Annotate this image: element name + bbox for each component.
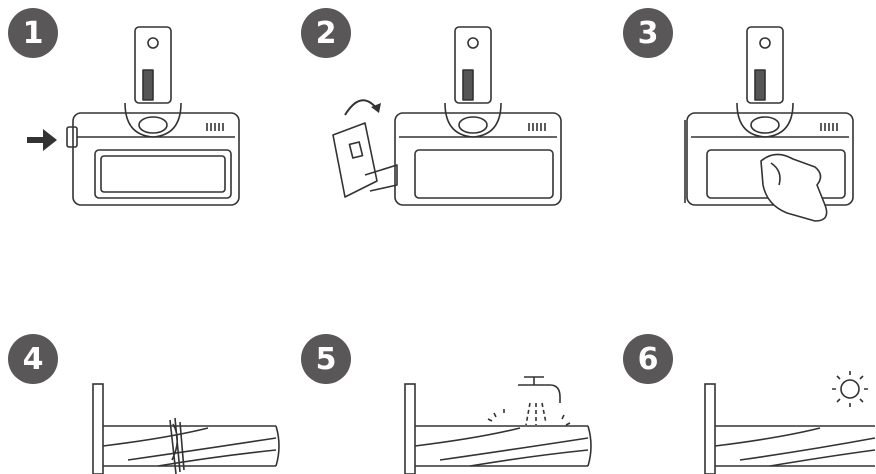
sun-icon [832, 371, 868, 407]
neck-shape [445, 103, 501, 137]
push-arrow-icon [27, 129, 57, 151]
neck-joint [139, 117, 167, 133]
tube-hole [468, 38, 478, 48]
vent-lines [207, 123, 223, 131]
roller-end-plate [705, 384, 715, 474]
neck-shape [737, 103, 793, 137]
tube-grip [143, 70, 153, 100]
step-4-illustration [88, 380, 283, 474]
vent-lines [529, 123, 545, 131]
vent-lines [821, 123, 837, 131]
step-4-number: 4 [23, 342, 44, 377]
step-4-badge: 4 [8, 334, 58, 384]
window-shape [415, 150, 553, 198]
water-tap-icon [518, 377, 560, 403]
step-1-illustration [25, 25, 250, 210]
roller-bristle-lines [715, 428, 875, 466]
hand-icon [761, 154, 827, 221]
tube-hole [148, 38, 158, 48]
roller-end-cap [588, 426, 591, 466]
roller-end-cap [276, 426, 279, 466]
step-6-badge: 6 [623, 334, 673, 384]
roller-bristle-lines [415, 428, 588, 466]
step-3-number: 3 [638, 16, 659, 51]
tube-grip [463, 70, 473, 100]
window-inner [101, 156, 225, 192]
housing-shape [395, 113, 561, 205]
water-stream [526, 403, 546, 425]
step-6-illustration [700, 365, 876, 474]
tube-grip [755, 70, 765, 100]
step-3-badge: 3 [623, 8, 673, 58]
step-5-illustration [400, 365, 600, 474]
roller-bristle-lines [103, 428, 276, 466]
roller-end-plate [405, 384, 415, 474]
step-6-number: 6 [638, 342, 659, 377]
neck-joint [751, 117, 779, 133]
cover-latch [349, 142, 362, 158]
step-5-badge: 5 [301, 334, 351, 384]
roller-body [715, 426, 875, 466]
step-2-illustration [325, 25, 570, 210]
neck-joint [459, 117, 487, 133]
step-5-number: 5 [316, 342, 337, 377]
side-cover-shape [333, 123, 377, 197]
cover-hinge [365, 165, 397, 191]
side-latch [67, 127, 77, 147]
window-shape [95, 150, 231, 198]
tube-hole [760, 38, 770, 48]
neck-shape [125, 103, 181, 137]
step-3-illustration [675, 25, 865, 225]
roller-end-plate [93, 384, 103, 474]
